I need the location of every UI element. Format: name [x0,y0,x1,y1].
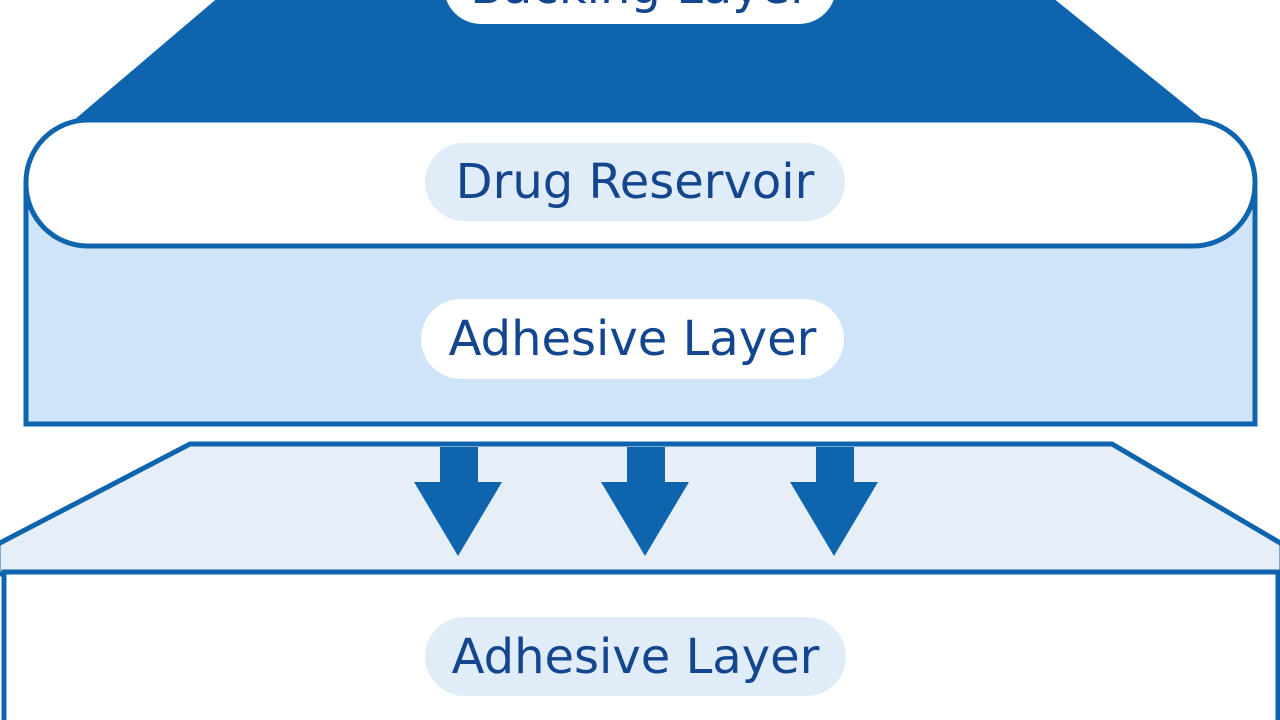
arrow-down-icon [790,447,878,556]
arrow-down-icon [414,447,502,556]
adhesive-layer-upper-label: Adhesive Layer [421,299,844,379]
backing-layer-label: Backing Layer [444,0,836,24]
drug-reservoir-label: Drug Reservoir [425,143,845,221]
adhesive-layer-lower-label: Adhesive Layer [425,617,846,696]
arrow-down-icon [601,447,689,556]
